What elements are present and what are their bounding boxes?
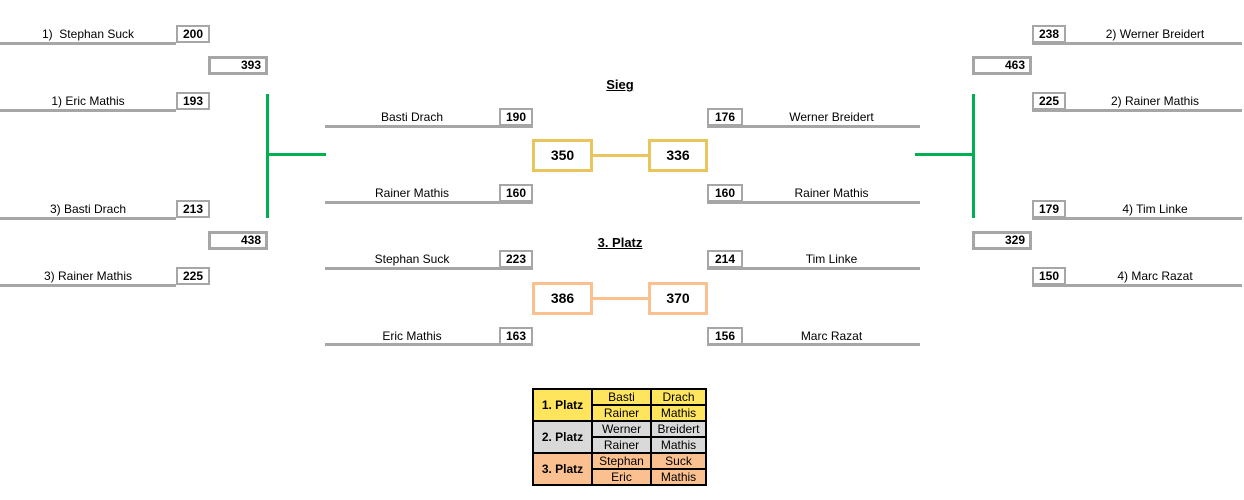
advance-connector-right: [972, 94, 975, 218]
seed-name: 3) Rainer Mathis: [43, 269, 133, 283]
bracket-line: [0, 284, 176, 287]
podium-place-label: 3. Platz: [532, 452, 593, 486]
advance-connector-left: [266, 153, 326, 156]
pair-total-box: 463: [972, 56, 1032, 75]
third-score-box: 163: [499, 327, 533, 345]
seed-name: 4) Tim Linke: [1122, 202, 1188, 216]
bracket-line: [1032, 42, 1242, 45]
pair-total-box: 329: [972, 231, 1032, 250]
finalist-name: Rainer Mathis: [794, 186, 869, 200]
seed-score-box: 150: [1032, 267, 1066, 285]
podium-last-name: Mathis: [650, 404, 707, 422]
seed-name: 1) Stephan Suck: [41, 27, 135, 41]
bracket-line: [707, 343, 920, 346]
podium-first-name: Rainer: [591, 404, 652, 422]
seed-score-box: 213: [176, 200, 210, 218]
podium-last-name: Mathis: [650, 468, 707, 486]
podium-last-name: Drach: [650, 388, 707, 406]
bracket-line: [0, 109, 176, 112]
final-score-box: 160: [707, 184, 743, 202]
bracket-line: [0, 217, 176, 220]
podium-first-name: Rainer: [591, 436, 652, 454]
bracket-line: [325, 343, 533, 346]
seed-score-box: 200: [176, 25, 210, 43]
bracket-line: [1032, 284, 1242, 287]
podium-first-name: Basti: [591, 388, 652, 406]
bracket-line: [707, 267, 920, 270]
third-score-box: 214: [707, 250, 743, 268]
seed-name: 2) Rainer Mathis: [1110, 94, 1200, 108]
final-total-box-right: 336: [648, 139, 708, 172]
final-title: Sieg: [606, 77, 634, 92]
final-connector: [593, 154, 648, 157]
seed-name: 2) Werner Breidert: [1105, 27, 1205, 41]
bracket-line: [707, 125, 920, 128]
bracket-line: [325, 267, 533, 270]
seed-score-box: 225: [1032, 92, 1066, 110]
seed-name: 1) Eric Mathis: [51, 94, 125, 108]
final-score-box: 176: [707, 108, 743, 126]
podium-last-name: Suck: [650, 452, 707, 470]
third-connector: [593, 297, 648, 300]
bracket-line: [707, 201, 920, 204]
bracket-line: [325, 201, 533, 204]
finalist-name: Werner Breidert: [789, 110, 874, 124]
pair-total-box: 438: [208, 231, 268, 250]
bracket-line: [1032, 109, 1242, 112]
third-total-box-left: 386: [532, 282, 593, 315]
player-name: Marc Razat: [800, 329, 863, 343]
finalist-name: Rainer Mathis: [374, 186, 450, 200]
podium-place-label: 2. Platz: [532, 420, 593, 454]
third-total-box-right: 370: [648, 282, 708, 315]
third-place-title: 3. Platz: [597, 235, 643, 250]
third-score-box: 223: [499, 250, 533, 268]
final-score-box: 160: [499, 184, 533, 202]
seed-name: 3) Basti Drach: [49, 202, 127, 216]
final-total-box-left: 350: [532, 139, 593, 172]
player-name: Tim Linke: [805, 252, 858, 266]
advance-connector-right: [915, 153, 975, 156]
player-name: Stephan Suck: [374, 252, 450, 266]
seed-score-box: 179: [1032, 200, 1066, 218]
bracket-line: [325, 125, 533, 128]
seed-score-box: 225: [176, 267, 210, 285]
podium-first-name: Werner: [591, 420, 652, 438]
podium-last-name: Breidert: [650, 420, 707, 438]
podium-first-name: Eric: [591, 468, 652, 486]
finalist-name: Basti Drach: [380, 110, 444, 124]
bracket-line: [0, 42, 176, 45]
bracket-line: [1032, 217, 1242, 220]
podium-place-label: 1. Platz: [532, 388, 593, 422]
podium-first-name: Stephan: [591, 452, 652, 470]
seed-name: 4) Marc Razat: [1117, 269, 1193, 283]
player-name: Eric Mathis: [382, 329, 442, 343]
pair-total-box: 393: [208, 56, 268, 75]
final-score-box: 190: [499, 108, 533, 126]
podium-last-name: Mathis: [650, 436, 707, 454]
advance-connector-left: [266, 94, 269, 218]
seed-score-box: 193: [176, 92, 210, 110]
podium-table: 1. Platz Basti Drach Rainer Mathis 2. Pl…: [532, 388, 707, 486]
seed-score-box: 238: [1032, 25, 1066, 43]
